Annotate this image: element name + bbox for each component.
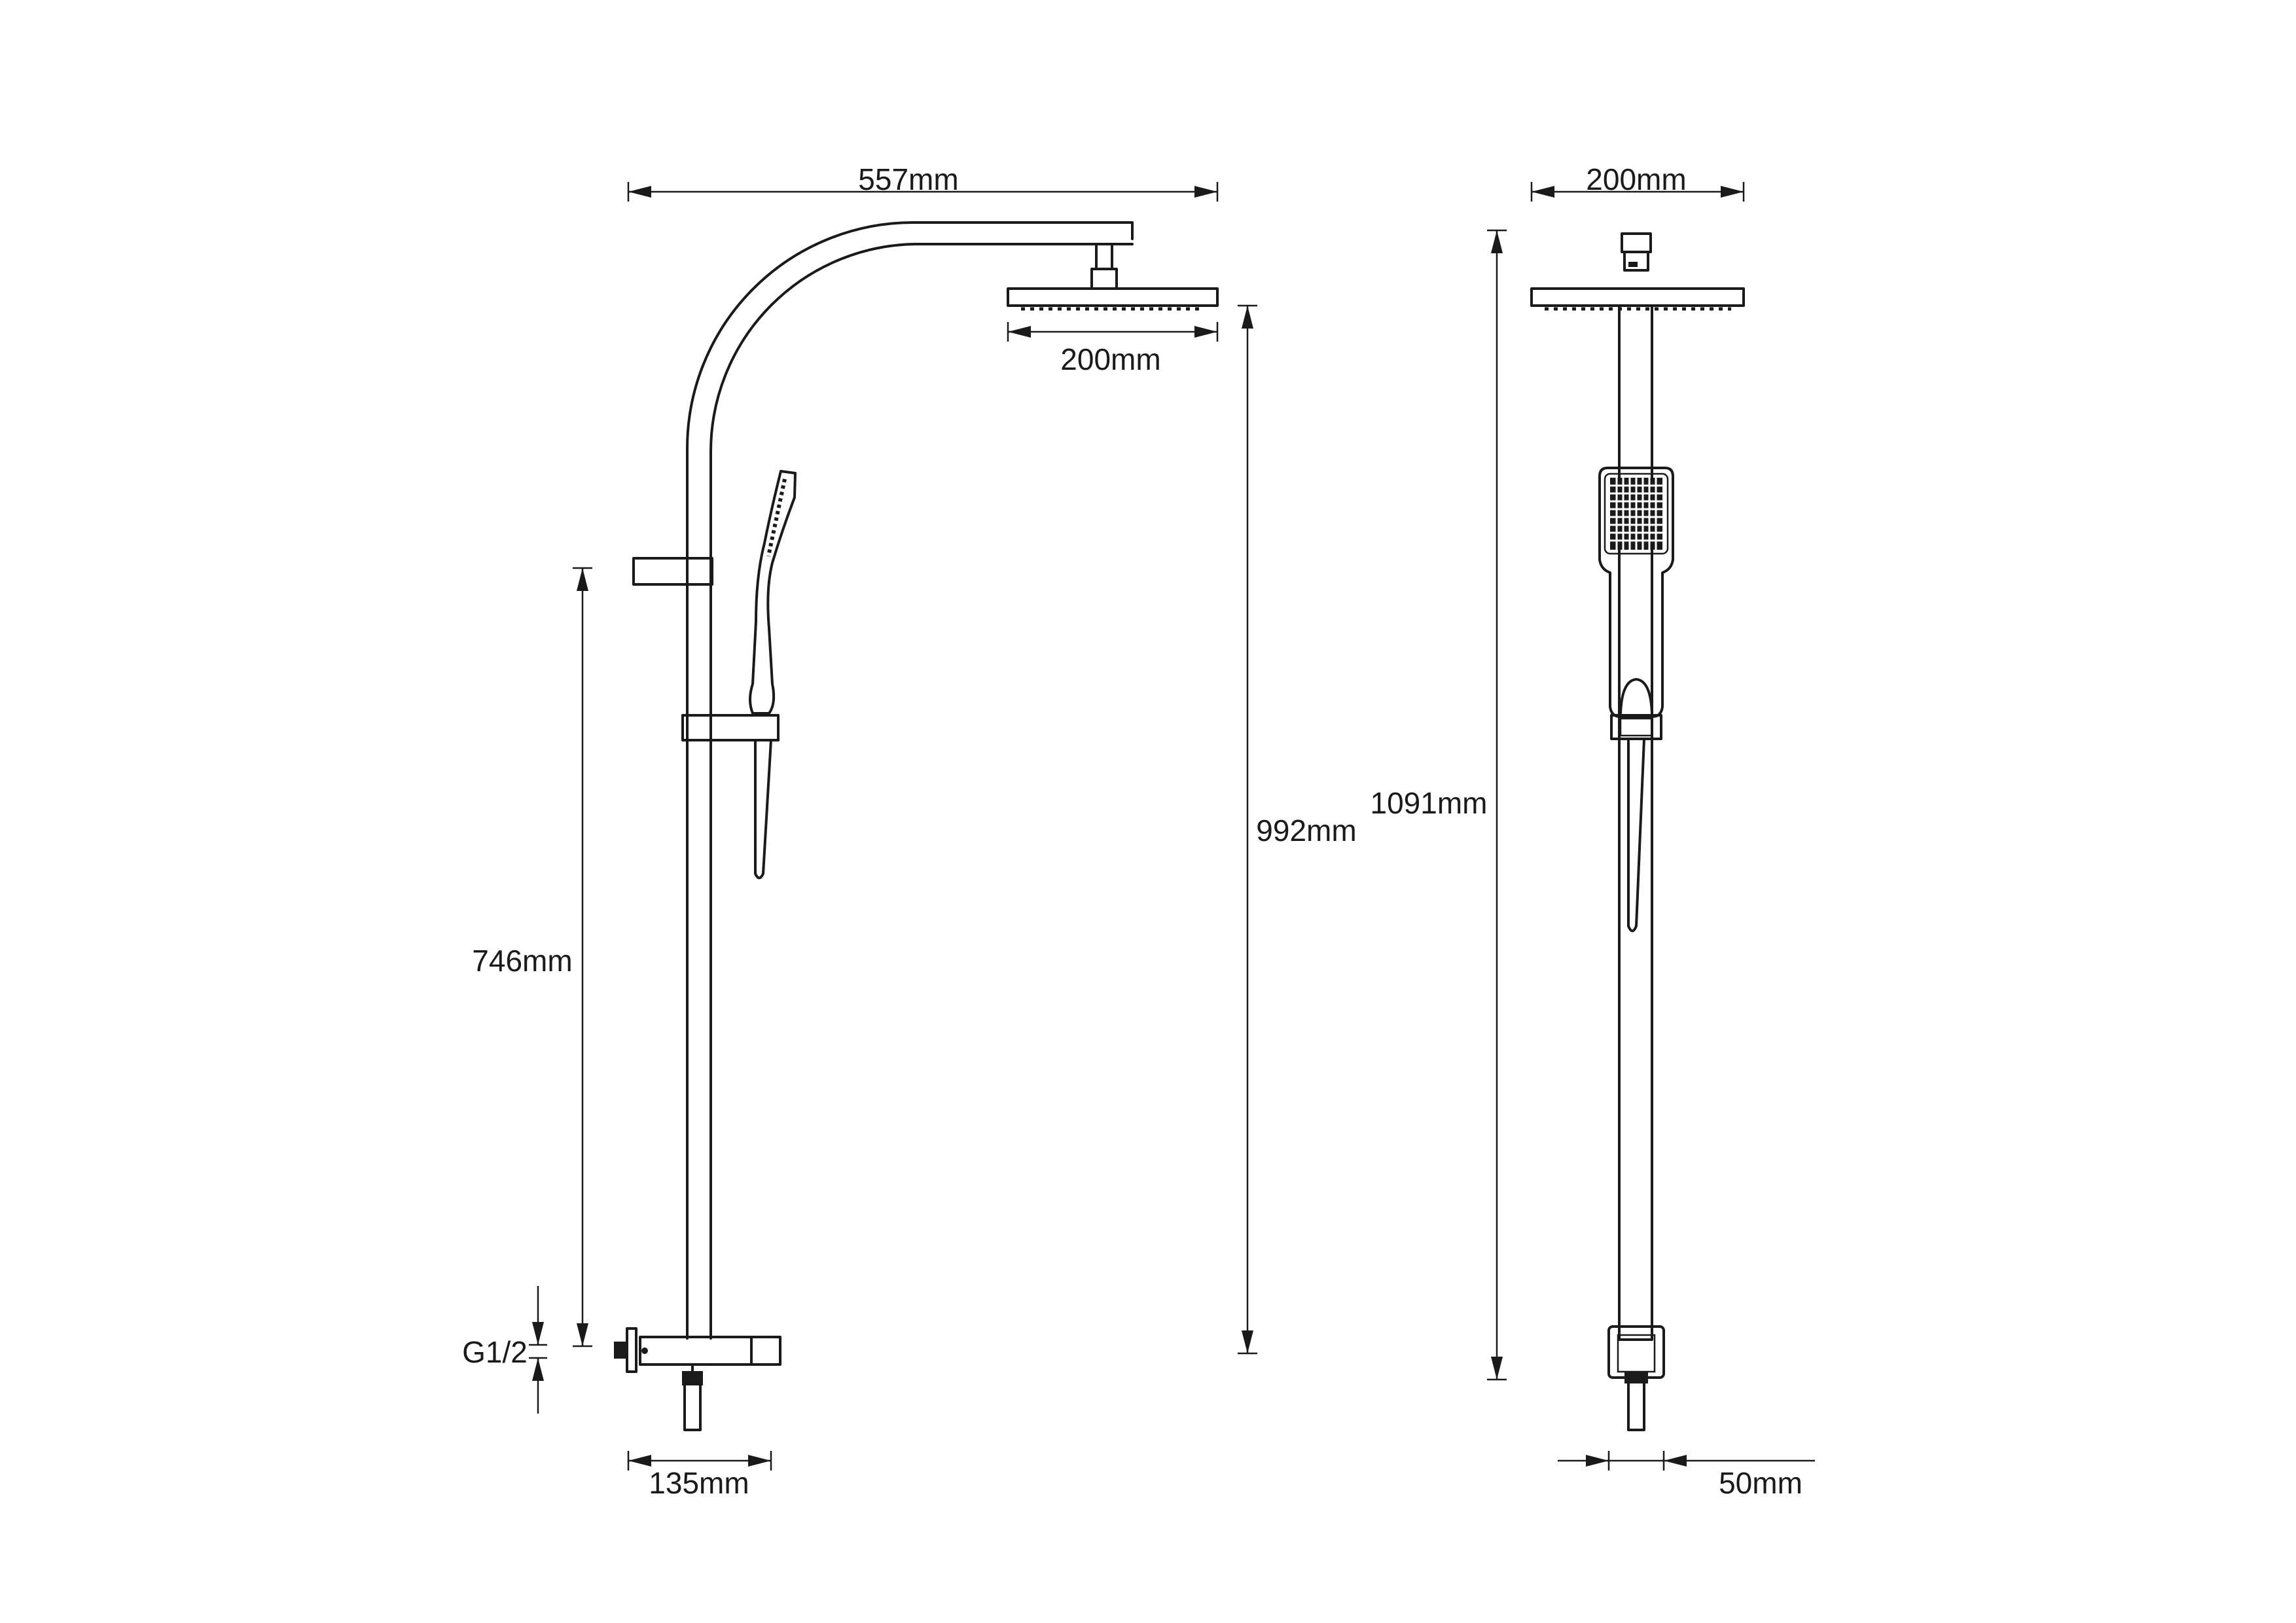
dim-height-to-head: 992mm [1238,304,1357,1355]
side-top-connector [1621,232,1652,253]
side-wall-bracket [1607,1325,1665,1379]
dim-inlet-spacing: 50mm [1558,1451,1815,1500]
dim-valve-width: 135mm [627,1451,772,1500]
rain-shower-head-side [1530,287,1745,307]
side-view [1530,232,1745,1431]
side-connector-detail [1628,262,1638,267]
mixer-valve-body [639,1336,781,1366]
dim-label-inlet-spacing: 50mm [1719,1466,1803,1500]
hand-shower-front [749,470,797,715]
bottom-outlet-nut [682,1371,703,1385]
dim-label-rain-head-front: 200mm [1060,342,1160,376]
dim-rain-head-front: 200mm [1007,322,1219,376]
side-outlet-pipe [1627,1382,1645,1431]
slide-bracket [681,714,780,741]
riser-rail-inner [709,243,1134,1340]
valve-screw [641,1347,648,1354]
side-outlet-nut [1624,1372,1648,1383]
dimension-lines: 557mm 200mm 200mm 992mm [462,162,1815,1500]
dim-label-inlet-thread: G1/2 [462,1335,528,1369]
bottom-outlet-pipe [683,1384,702,1431]
dim-label-overall-width: 557mm [858,162,958,196]
rain-head-swivel [1090,268,1118,290]
side-riser-rail [1618,304,1653,1341]
dim-label-overall-height: 1091mm [1371,786,1488,820]
hand-shower-face [766,478,787,557]
hand-shower-face-plate [1604,473,1669,555]
side-slide-bracket [1610,714,1662,740]
hand-shower-holder [632,557,713,586]
front-view [614,221,1219,1431]
rain-head-connector [1095,243,1113,270]
dim-slide-rail: 746mm [472,567,592,1347]
riser-rail-outer [686,221,1134,1340]
dim-label-slide-rail: 746mm [472,944,572,978]
wall-flange [626,1327,637,1373]
side-holder-knob [1619,678,1653,715]
shower-hose-side [1627,738,1645,933]
dim-label-height-to-head: 992mm [1256,813,1356,847]
side-slide-bracket-inner [1619,717,1653,737]
dim-inlet-thread: G1/2 [462,1286,547,1414]
shower-hose-front [754,739,772,880]
dim-label-rain-head-side: 200mm [1586,162,1686,196]
dim-rain-head-side: 200mm [1530,162,1745,202]
dim-overall-height: 1091mm [1371,229,1507,1381]
wall-inlet-nut [614,1342,628,1359]
dim-overall-width: 557mm [627,162,1219,202]
dim-label-valve-width: 135mm [649,1466,749,1500]
side-top-connector-base [1623,251,1649,272]
rain-shower-head-front [1007,287,1219,307]
